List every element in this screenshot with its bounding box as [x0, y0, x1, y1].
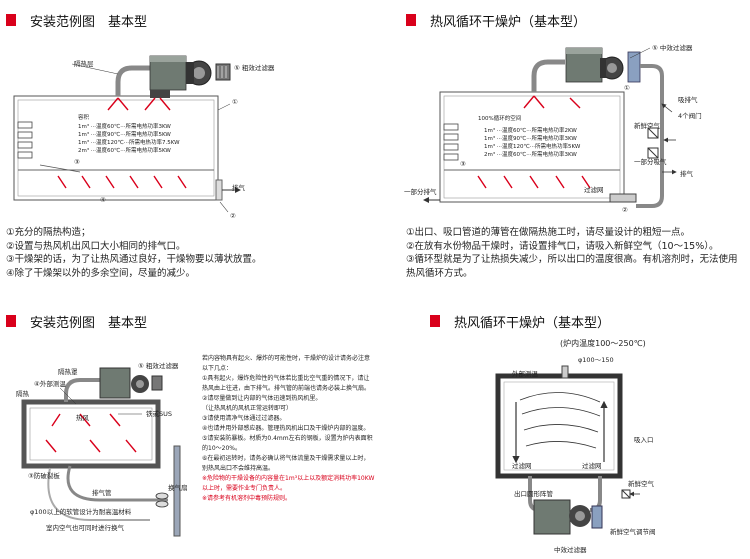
note-line: ④除了干燥架以外的多余空间，尽量的减少。 — [6, 267, 196, 279]
note-line: 以下几点： — [202, 365, 233, 372]
marker-2: ② — [230, 212, 236, 220]
note-line: 的10〜20%。 — [202, 445, 241, 452]
note-line: ⑥在最初运转时，请务必确认将气体流量及干燥需求量以上时， — [202, 455, 370, 462]
partial-intake-label: 一部分吸气 — [634, 158, 667, 166]
fresh-air-label: 新鲜空气 — [628, 480, 654, 488]
spec-line: 2m³ ···温度60℃···所需电热功率3KW — [484, 152, 577, 158]
red-marker-icon — [6, 315, 16, 327]
marker-3: ③ — [74, 158, 80, 166]
fresh-air-label: 新鲜空气 — [634, 122, 660, 130]
volume-heading: 容积 — [78, 115, 90, 121]
top-left-notes: ①充分的隔热构造； ②设置与热风机出风口大小相同的排气口。 ③干燥架的话，为了让… — [6, 226, 262, 280]
note-line: （让热风机的风机正常运转即可） — [202, 405, 293, 412]
insulation-hood-label: 隔热罩 — [58, 368, 78, 376]
top-right-notes: ①出口、吸口管道的薄管在做隔热施工时，请尽量设计的粗短一点。 ②在放有水份物品干… — [406, 226, 738, 280]
spec-line: 1m³ ···温度90℃···所需电热功率3KW — [484, 136, 577, 142]
marker-1: ① — [232, 98, 238, 106]
exhaust-fan-label: 换气扇 — [168, 484, 188, 492]
note-line: 别热风出口不会维持高温。 — [202, 465, 275, 472]
medium-filter-label: 中效过滤器 — [554, 546, 587, 554]
outer-temp-label: 外部测温 — [512, 370, 538, 378]
outlet-branch-label: 出口圆形阵管 — [514, 490, 553, 498]
section-title-top-left: 安装范例图 基本型 — [6, 11, 148, 30]
filter-net-right-label: 过滤网 — [582, 462, 602, 470]
warning-line: ※请参考有机溶剂中毒预防规则。 — [202, 495, 292, 502]
spec-line: 1m³ ···温度60℃···所需电热功率2KW — [484, 128, 577, 134]
partial-exhaust-label: 一部分排气 — [404, 188, 437, 196]
title-text: 安装范例图 基本型 — [30, 315, 148, 331]
title-text: 热风循环干燥炉（基本型） — [454, 315, 611, 331]
note-line: ②在放有水份物品干燥时，请设置排气口，请吸入新鲜空气（10〜15%）。 — [406, 240, 719, 252]
spec-line: 1m³ ···温度60℃···所需电热功率3KW — [78, 124, 171, 130]
blast-plate-label: ③防破裂板 — [28, 472, 60, 480]
pipe-note-label: φ100以上的软管设计为耐高温材料 — [30, 508, 132, 516]
marker-1: ① — [624, 84, 630, 92]
note-line: ③循环型就是为了让热损失减少，所以出口的温度很高。有机溶剂时，无法使用 — [406, 254, 738, 265]
title-text: 安装范例图 基本型 — [30, 14, 148, 30]
hot-air-label: 热风 — [76, 414, 89, 422]
coarse-filter-label: ⑤ 粗效过滤器 — [234, 64, 275, 72]
note-line: ①具有起火，爆炸危险性的气体若比重比空气重的情况下，请让 — [202, 375, 370, 382]
recirc-space-label: 100%循环的空间 — [478, 116, 522, 122]
spec-line: 1m³ ···温度90℃···所需电热功率5KW — [78, 132, 171, 138]
marker-2: ② — [622, 206, 628, 214]
room-note-label: 室内空气也可同时进行换气 — [46, 524, 124, 532]
note-line: ①充分的隔热构造； — [6, 227, 91, 238]
filter-net-label: 过滤网 — [584, 186, 604, 194]
red-marker-icon — [406, 14, 416, 26]
spec-line: 2m³ ···温度60℃···所需电热功率5KW — [78, 148, 171, 154]
note-line: ①出口、吸口管道的薄管在做隔热施工时，请尽量设计的粗短一点。 — [406, 227, 691, 238]
insulation-label: 隔热 — [16, 390, 29, 398]
warning-line: ※危险物的干燥设备的内容量在1m³以上以及额定消耗功率10KW — [202, 475, 375, 482]
section-title-bottom-left: 安装范例图 基本型 — [6, 312, 148, 331]
note-line: ⑤请安装防暴板。材质为0.4mm左右的钢板，设置为炉内表面积 — [202, 435, 373, 442]
temp-range-label: (炉内温度100〜250℃) — [560, 339, 646, 348]
outer-temp-label: ④外部测温 — [34, 380, 66, 388]
red-marker-icon — [6, 14, 16, 26]
spec-line: 1m³ ···温度120℃···所需电热功率5KW — [484, 144, 581, 150]
section-title-top-right: 热风循环干燥炉（基本型） — [406, 11, 587, 30]
warning-line: 以上时，需要作业专门负责人。 — [202, 485, 287, 492]
exhaust-pipe-label: 排气管 — [92, 489, 112, 497]
marker-4: ④ — [100, 196, 106, 204]
red-marker-icon — [430, 315, 440, 327]
note-line: ③干燥架的话，为了让热风通过良好，干燥物要以薄状放置。 — [6, 254, 262, 265]
title-text: 热风循环干燥炉（基本型） — [430, 14, 587, 30]
pipe-size-label: φ100〜150 — [578, 356, 614, 364]
suction-inlet-label: 吸入口 — [634, 436, 654, 444]
filter-net-left-label: 过滤网 — [512, 462, 532, 470]
exhaust-label: 排气 — [680, 170, 693, 178]
middle-notes: 若内容物具有起火、爆炸的可能性时，干燥炉的设计请务必注意 以下几点： ①具有起火… — [202, 354, 374, 504]
iron-sus-label: 铁或SUS — [146, 410, 173, 418]
intake-exhaust-label: 吸排气 — [678, 96, 698, 104]
valves-label: 4个阀门 — [678, 112, 702, 120]
note-line: ④也请并用外部感应器。管理热风机出口及干燥炉内部的温度。 — [202, 425, 370, 432]
note-line: 热风由上往进，由下排气。排气管的前端也请务必装上换气扇。 — [202, 385, 371, 392]
section-title-bottom-right: 热风循环干燥炉（基本型） — [430, 312, 611, 331]
note-line: ②设置与热风机出风口大小相同的排气口。 — [6, 240, 186, 252]
spec-line: 1m³ ···温度120℃···所需电热功率7.5KW — [78, 140, 180, 146]
exhaust-label: 排气 — [232, 184, 245, 192]
marker-3: ③ — [460, 160, 466, 168]
note-line: ③请使用清净气体通过过滤器。 — [202, 415, 286, 422]
coarse-filter-label: ⑤ 粗效过滤器 — [138, 362, 179, 370]
note-line: 若内容物具有起火、爆炸的可能性时，干燥炉的设计请务必注意 — [202, 355, 371, 362]
note-line: 热风循环方式。 — [406, 267, 473, 279]
insulation-label: 隔热层 — [74, 60, 94, 68]
medium-filter-label: ⑤ 中效过滤器 — [652, 44, 693, 52]
fresh-air-valve-label: 新鲜空气调节阀 — [610, 528, 656, 536]
note-line: ②请尽量做到让内部的气体迅速到热风机里。 — [202, 395, 322, 402]
